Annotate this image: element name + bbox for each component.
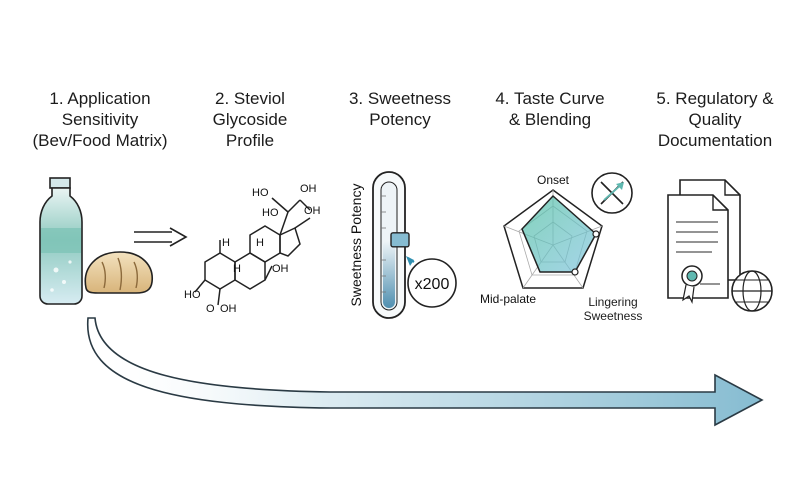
radar-onset-label: Onset [537,173,570,187]
potency-meter: x200 Sweetness Potency [348,171,457,319]
molecule-labels: HO OH HO OH H H H HO OH HO O OH [184,183,321,315]
svg-text:H: H [256,237,264,249]
svg-text:H: H [222,237,230,249]
potency-multiplier: x200 [415,276,450,293]
molecule-diagram [194,197,311,306]
svg-text:OH: OH [304,205,321,217]
small-arrow-icon [134,227,188,247]
potency-axis-label: Sweetness Potency [348,184,364,307]
potency-fill [383,239,395,308]
step-5-title: 5. Regulatory & Quality Documentation [656,89,774,150]
svg-text:HO: HO [184,289,201,301]
bread-icon [84,251,153,294]
step-1-title: 1. Application Sensitivity (Bev/Food Mat… [32,89,168,150]
step-4-title: 4. Taste Curve & Blending [495,89,605,129]
svg-text:HO: HO [262,207,279,219]
svg-text:HO: HO [252,187,269,199]
bottle-icon [39,177,83,305]
meter-ticks [381,195,386,293]
documents-icon [667,179,741,299]
radar-chart [503,189,603,289]
certificate-seal-icon [681,265,703,305]
step-3-title: 3. Sweetness Potency [348,89,452,129]
globe-icon [731,270,773,312]
exchange-icon [591,172,633,214]
potency-slider-knob [390,232,410,248]
svg-text:OH: OH [300,183,317,195]
svg-text:O: O [206,303,215,315]
svg-text:OH: OH [272,263,289,275]
svg-text:OH: OH [220,303,237,315]
step-2-title: 2. Steviol Glycoside Profile [212,89,288,150]
radar-lingering-label: Lingering Sweetness [583,295,643,323]
svg-text:H: H [233,263,241,275]
radar-mid-palate-label: Mid-palate [480,292,536,306]
flow-arrow [87,317,764,427]
